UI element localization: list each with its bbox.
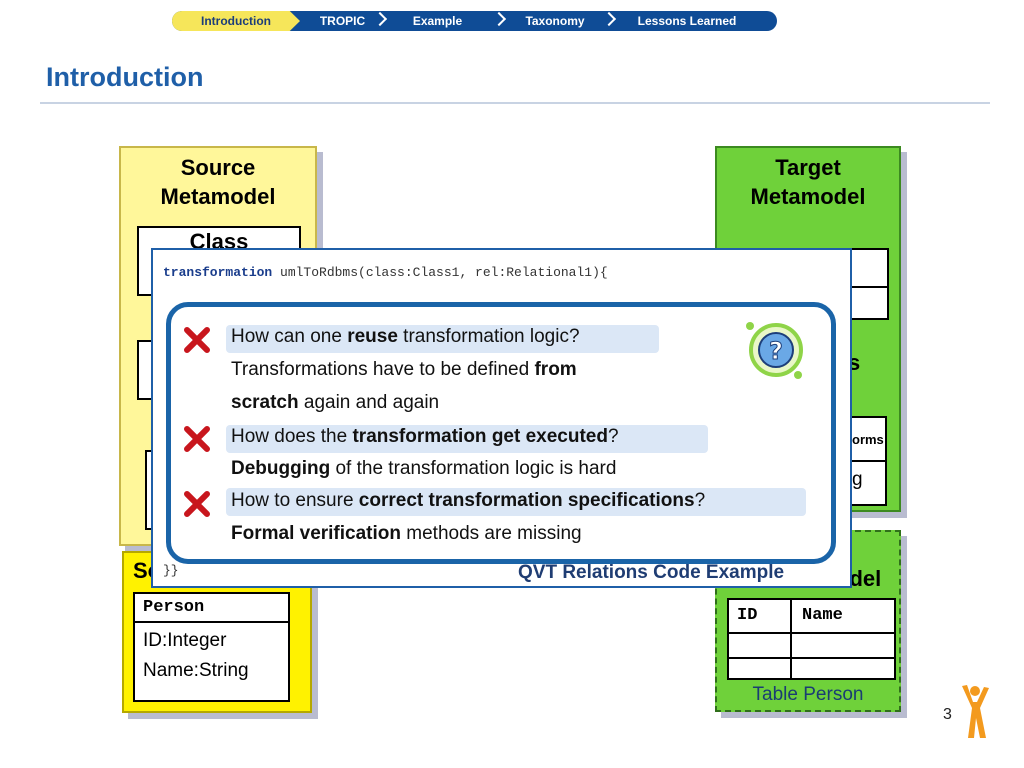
person-attribute-name: Name:String xyxy=(143,660,249,681)
question-highlight xyxy=(226,325,659,353)
section-nav-bar: Introduction TROPIC Example Taxonomy Les… xyxy=(172,11,777,31)
question-highlight xyxy=(226,488,806,516)
red-x-icon xyxy=(184,327,210,353)
code-keyword: transformation xyxy=(163,265,273,280)
nav-item-taxonomy[interactable]: Taxonomy xyxy=(525,14,585,28)
person-class-box: Person ID:Integer Name:String xyxy=(133,592,290,702)
question-mark-help-icon: ? xyxy=(746,322,803,379)
orange-person-logo-icon xyxy=(962,685,989,738)
table-caption: Table Person xyxy=(752,684,864,705)
target-partial-text: g xyxy=(852,469,863,490)
slide-title: Introduction xyxy=(46,62,204,92)
question-line: Formal verification methods are missing xyxy=(231,523,582,544)
target-partial-text: orms xyxy=(852,432,884,447)
code-signature: umlToRdbms(class:Class1, rel:Relational1… xyxy=(272,265,608,280)
code-caption: QVT Relations Code Example xyxy=(518,562,785,583)
red-x-icon xyxy=(184,491,210,517)
code-closing: }} xyxy=(163,563,179,578)
target-metamodel-heading: Target Metamodel xyxy=(750,155,866,209)
red-x-icon xyxy=(184,426,210,452)
person-attribute-id: ID:Integer xyxy=(143,630,227,651)
table-column-name: Name xyxy=(802,606,843,625)
nav-item-tropic[interactable]: TROPIC xyxy=(319,14,366,28)
question-line: Transformations have to be defined from xyxy=(231,359,577,380)
nav-item-introduction[interactable]: Introduction xyxy=(172,11,300,31)
title-divider xyxy=(40,102,990,104)
nav-item-lessons-learned[interactable]: Lessons Learned xyxy=(637,14,737,28)
source-metamodel-heading: Source Metamodel xyxy=(160,155,276,209)
question-line: How can one reuse transformation logic? xyxy=(231,326,580,347)
page-number: 3 xyxy=(943,706,952,723)
person-class-title: Person xyxy=(135,594,288,623)
question-highlight xyxy=(226,425,708,453)
code-line: transformation umlToRdbms(class:Class1, … xyxy=(163,265,608,280)
question-line: How to ensure correct transformation spe… xyxy=(231,490,706,511)
table-column-id: ID xyxy=(729,600,792,632)
svg-text:?: ? xyxy=(769,337,783,365)
question-line: How does the transformation get executed… xyxy=(231,426,619,447)
question-line: Debugging of the transformation logic is… xyxy=(231,458,617,479)
nav-item-example[interactable]: Example xyxy=(412,14,463,28)
question-line: scratch again and again xyxy=(231,392,440,413)
person-table: ID Name xyxy=(727,598,896,680)
